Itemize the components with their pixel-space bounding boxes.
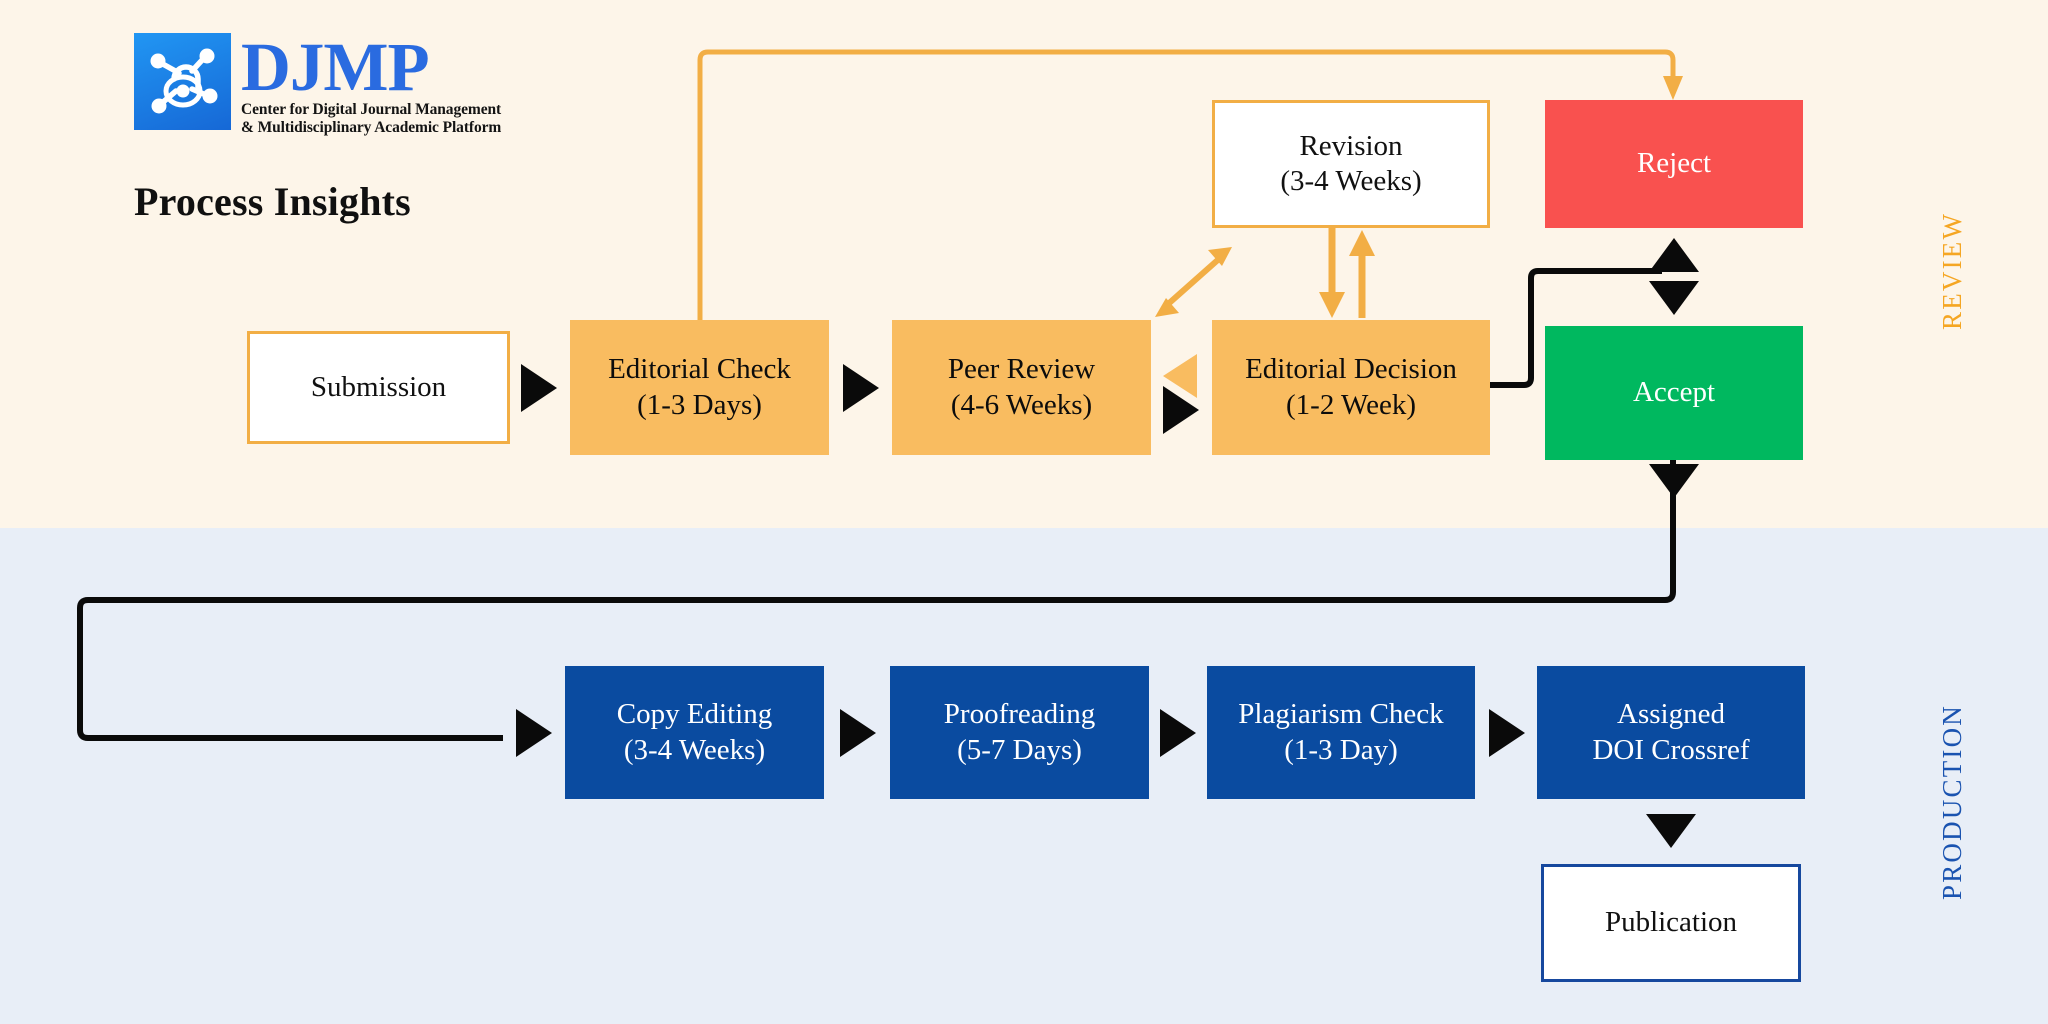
node-editorial-check-title: Editorial Check	[608, 353, 791, 386]
node-publication[interactable]: Publication	[1541, 864, 1801, 982]
band-label-review: REVIEW	[1937, 211, 1967, 330]
node-editorial-decision-title: Editorial Decision	[1245, 353, 1457, 386]
node-plagiarism-check-duration: (1-3 Day)	[1284, 733, 1398, 766]
arrow-down-to-accept	[1649, 281, 1699, 315]
node-submission[interactable]: Submission	[247, 331, 510, 444]
node-editorial-decision-duration: (1-2 Week)	[1286, 388, 1416, 421]
node-publication-title: Publication	[1604, 906, 1738, 939]
arrow-submission-to-editorial-check	[521, 364, 557, 412]
node-proofreading[interactable]: Proofreading (5-7 Days)	[890, 666, 1149, 799]
node-revision-duration: (3-4 Weeks)	[1280, 165, 1422, 197]
node-proofreading-title: Proofreading	[943, 698, 1096, 731]
brand-tagline-line1: Center for Digital Journal Management	[241, 100, 502, 118]
node-proofreading-duration: (5-7 Days)	[957, 733, 1082, 766]
node-submission-title: Submission	[310, 370, 447, 403]
arrow-doi-to-publication	[1646, 814, 1696, 848]
node-copy-editing-title: Copy Editing	[616, 698, 773, 731]
node-assigned-doi-title: Assigned	[1617, 698, 1725, 731]
node-assigned-doi-subtitle: DOI Crossref	[1592, 733, 1750, 766]
molecule-network-icon	[134, 33, 231, 130]
arrow-loop-to-copy-editing	[516, 709, 552, 757]
node-peer-review-title: Peer Review	[947, 353, 1096, 386]
node-plagiarism-check[interactable]: Plagiarism Check (1-3 Day)	[1207, 666, 1475, 799]
arrow-accept-to-production	[1649, 464, 1699, 498]
brand-logo: DJMP Center for Digital Journal Manageme…	[134, 33, 501, 138]
arrow-plagiarism-to-doi	[1489, 709, 1525, 757]
node-editorial-check[interactable]: Editorial Check (1-3 Days)	[570, 320, 829, 455]
node-accept-title: Accept	[1632, 376, 1716, 409]
node-copy-editing[interactable]: Copy Editing (3-4 Weeks)	[565, 666, 824, 799]
node-editorial-check-duration: (1-3 Days)	[637, 388, 762, 421]
brand-tagline-line2: & Multidisciplinary Academic Platform	[241, 119, 502, 137]
node-assigned-doi-crossref[interactable]: Assigned DOI Crossref	[1537, 666, 1805, 799]
node-reject-title: Reject	[1636, 147, 1712, 180]
node-peer-review-duration: (4-6 Weeks)	[950, 388, 1093, 421]
band-label-production: PRODUCTION	[1937, 703, 1967, 900]
arrow-editorial-check-to-peer-review	[843, 364, 879, 412]
node-plagiarism-check-title: Plagiarism Check	[1238, 698, 1444, 731]
arrow-peer-review-to-decision	[1163, 386, 1199, 434]
arrow-up-to-reject	[1649, 238, 1699, 272]
node-accept[interactable]: Accept	[1545, 326, 1803, 460]
node-revision-title: Revision	[1299, 129, 1403, 162]
node-reject[interactable]: Reject	[1545, 100, 1803, 228]
arrow-proofreading-to-plagiarism	[1160, 709, 1196, 757]
node-peer-review[interactable]: Peer Review (4-6 Weeks)	[892, 320, 1151, 455]
page-title: Process Insights	[134, 179, 411, 224]
brand-wordmark: DJMP	[241, 29, 430, 105]
node-revision[interactable]: Revision (3-4 Weeks)	[1212, 100, 1490, 228]
node-editorial-decision[interactable]: Editorial Decision (1-2 Week)	[1212, 320, 1490, 455]
node-copy-editing-duration: (3-4 Weeks)	[623, 733, 766, 766]
arrow-copy-editing-to-proofreading	[840, 709, 876, 757]
